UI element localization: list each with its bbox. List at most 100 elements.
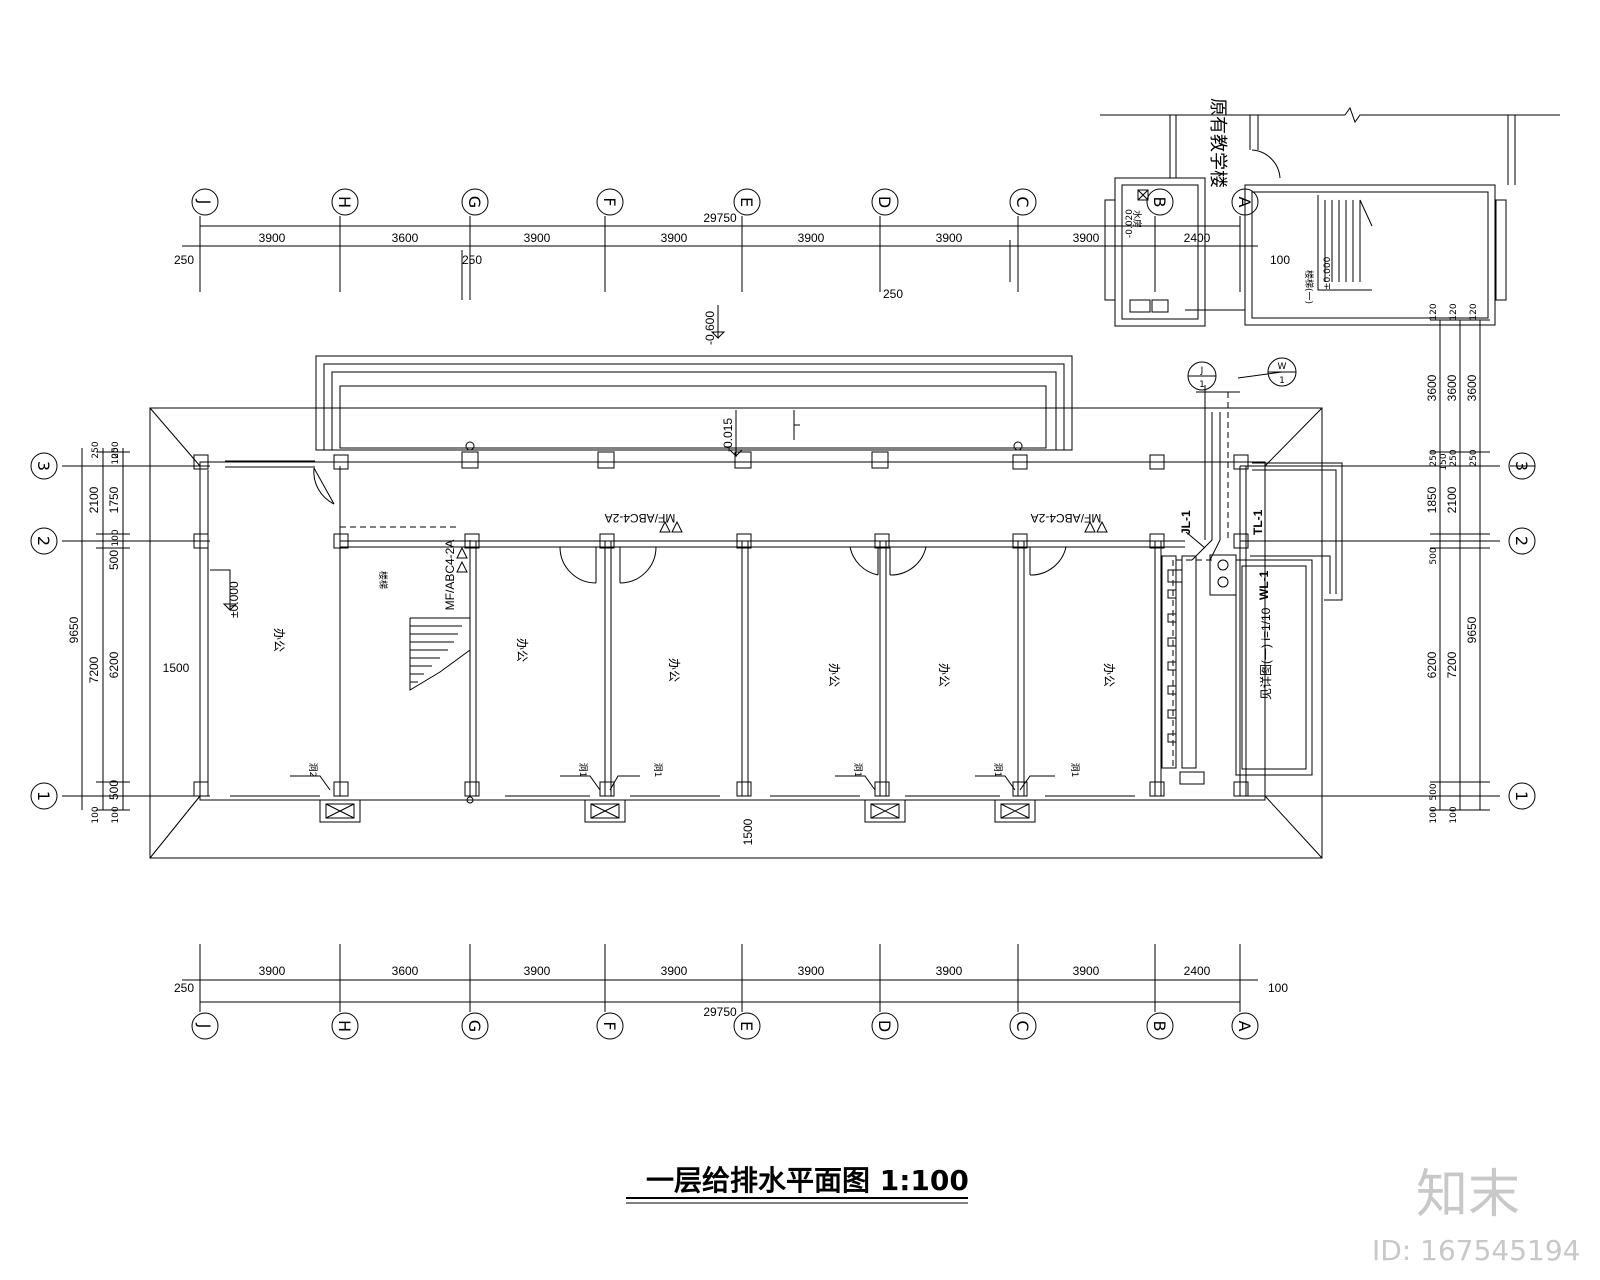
axis-label-right-2: 2: [1512, 536, 1531, 546]
bottom-dimension-chain: [182, 944, 1258, 1012]
callout-j-letter: J: [1200, 366, 1204, 376]
bottom-span-1: 3900: [259, 964, 286, 978]
bottom-right-offset: 100: [1268, 981, 1288, 995]
existing-water-room: 水房: [1131, 210, 1143, 228]
axis-label-top-a: A: [1235, 197, 1254, 208]
bottom-left-offset: 250: [174, 981, 194, 995]
bottom-span-5: 3900: [798, 964, 825, 978]
axis-label-bottom-b: B: [1150, 1021, 1169, 1032]
left-small-dim-6: 100: [111, 447, 121, 464]
room-office-4: 办公: [827, 663, 842, 687]
left-inner-dim-2: 1750: [107, 486, 121, 513]
window-tag-3: 洞1: [652, 763, 663, 778]
room-office-2: 办公: [515, 638, 530, 662]
right-small-dim-4: 150: [1439, 453, 1449, 470]
building-walls: [199, 461, 1266, 801]
top-span-2: 3600: [392, 231, 419, 245]
bottom-span-2: 3600: [392, 964, 419, 978]
top-span-4: 3900: [661, 231, 688, 245]
axis-label-bottom-c: C: [1013, 1020, 1032, 1031]
right-small-dim-3: 250: [1469, 449, 1479, 466]
top-span-5: 3900: [798, 231, 825, 245]
existing-building-label: 原有教学楼: [1207, 98, 1228, 188]
riser-tl: TL-1: [1251, 509, 1265, 535]
axis-label-bottom-f: F: [600, 1021, 619, 1030]
doors: [225, 460, 1067, 584]
top-span-8: 2400: [1184, 231, 1211, 245]
left-outer-dim: 9650: [67, 616, 81, 643]
drain-pits: [319, 799, 1036, 823]
top-span-7: 3900: [1073, 231, 1100, 245]
extinguisher-label-2: MF/ABC4-2A: [1031, 511, 1102, 525]
right-small-dim-7: 120: [1429, 303, 1439, 320]
level-corridor: -0.015: [721, 418, 735, 452]
axis-label-bottom-h: H: [335, 1020, 354, 1032]
corridor-offset-dim: 1500: [163, 661, 190, 675]
window-tag-1: 洞2: [307, 763, 318, 778]
room-office-3: 办公: [667, 658, 682, 682]
axis-label-bottom-d: D: [875, 1020, 894, 1032]
right-upper-dim-3: 3600: [1465, 374, 1479, 401]
axis-label-bottom-j: J: [195, 1023, 214, 1029]
axis-label-left-3: 3: [34, 461, 53, 471]
left-small-dim-5: 100: [111, 806, 121, 823]
right-small-dim-2: 250: [1449, 449, 1459, 466]
room-office-1: 办公: [272, 628, 287, 652]
axis-label-top-c: C: [1013, 196, 1032, 207]
top-right-offset: 100: [1270, 253, 1290, 267]
axis-label-top-b: B: [1150, 197, 1169, 208]
right-mid-dim-3: 1850: [1425, 486, 1439, 513]
top-span-3: 3900: [524, 231, 551, 245]
axis-label-top-h: H: [335, 196, 354, 208]
room-office-6: 办公: [1102, 663, 1117, 687]
window-tag-2: 洞1: [577, 763, 588, 778]
axis-label-top-f: F: [600, 197, 619, 206]
room-office-5: 办公: [937, 663, 952, 687]
pipe-dashed-lines: [340, 392, 1229, 770]
level-existing-1: ±0.000: [1323, 256, 1333, 290]
riser-wl: WL-1: [1257, 570, 1271, 600]
axis-label-bottom-e: E: [737, 1021, 756, 1031]
top-g-note: 250: [462, 253, 482, 267]
right-small-dim-11: 100: [1449, 806, 1459, 823]
level-markers: [210, 305, 800, 612]
window-tag-6: 洞1: [1069, 763, 1080, 778]
bottom-total-dim: 29750: [703, 1005, 737, 1019]
riser-jl: JL-1: [1179, 510, 1193, 535]
axis-label-right-3: 3: [1512, 461, 1531, 471]
top-span-1: 3900: [259, 231, 286, 245]
top-total-dim: 29750: [703, 211, 737, 225]
axis-label-right-1: 1: [1512, 791, 1531, 801]
top-d-note: 250: [883, 287, 903, 301]
right-upper-dim-1: 3600: [1425, 374, 1439, 401]
left-inner-dim-1: 6200: [107, 651, 121, 678]
right-small-dim-10: 100: [1429, 806, 1439, 823]
right-mid-dim-2: 7200: [1445, 651, 1459, 678]
left-dimension-chain: [62, 448, 210, 811]
axis-label-bottom-g: G: [465, 1020, 484, 1032]
right-small-dim-6: 500: [1429, 783, 1439, 800]
window-tag-4: 洞1: [852, 763, 863, 778]
stair: [409, 540, 471, 691]
columns: [193, 441, 1249, 804]
left-inner-dim-4: 500: [107, 780, 121, 800]
callout-w-num: 1: [1279, 376, 1285, 386]
bottom-span-6: 3900: [936, 964, 963, 978]
drain-note: 见详图(一) i=1/10: [1258, 607, 1273, 700]
top-dimension-chain: [182, 216, 1258, 300]
axis-label-left-2: 2: [34, 536, 53, 546]
extinguisher-symbols: [456, 520, 1108, 573]
level-existing-2: -0.020: [1125, 209, 1135, 238]
axis-circles: [30, 188, 1536, 1040]
axis-label-top-j: J: [195, 199, 214, 205]
top-span-6: 3900: [936, 231, 963, 245]
axis-label-left-1: 1: [34, 791, 53, 801]
axis-label-bottom-a: A: [1235, 1021, 1254, 1032]
bottom-span-7: 3900: [1073, 964, 1100, 978]
right-mid-dim-1: 6200: [1425, 651, 1439, 678]
level-floor: ±0.000: [227, 581, 241, 618]
axis-label-top-e: E: [737, 197, 756, 207]
left-small-dim-2: 250: [111, 441, 121, 458]
level-outdoor: -0.600: [703, 311, 717, 345]
extinguisher-label-3: MF/ABC4-2A: [443, 540, 457, 611]
